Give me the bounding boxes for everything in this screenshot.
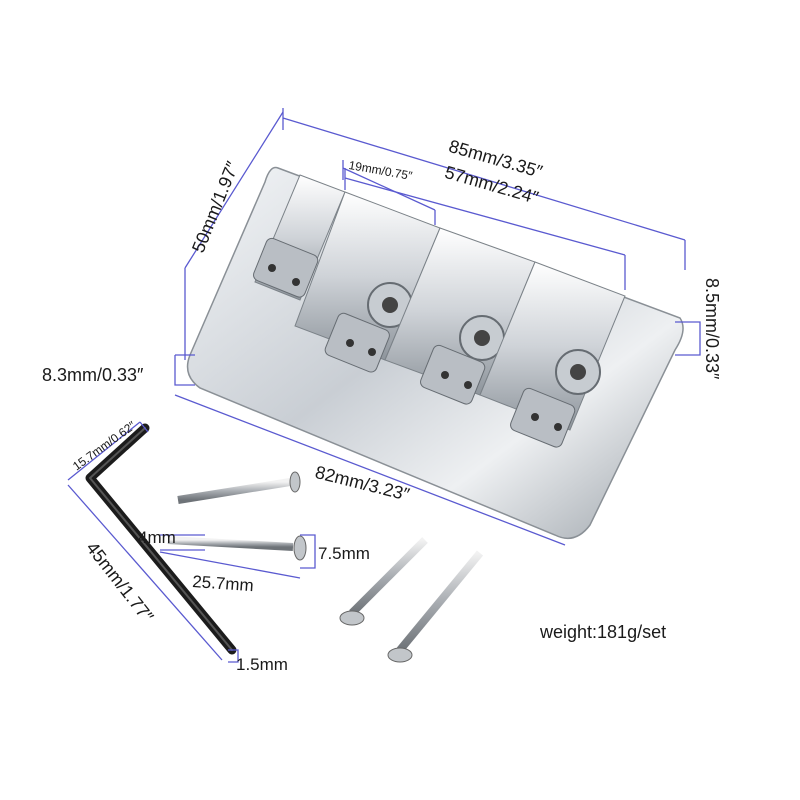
- screw-head-label: 7.5mm: [318, 544, 370, 563]
- screw-3: [339, 537, 428, 626]
- screw-shank-label: 4mm: [138, 528, 176, 547]
- screw-4: [387, 550, 484, 663]
- rear-height-label: 8.3mm/0.33″: [42, 365, 144, 385]
- weight-label: weight:181g/set: [540, 622, 667, 642]
- saddle-1: [253, 174, 346, 301]
- front-height-label: 8.5mm/0.33″: [702, 278, 722, 380]
- saddle-4: [479, 261, 626, 448]
- key-size-label: 1.5mm: [236, 655, 288, 674]
- saddle-2: [294, 191, 441, 373]
- saddle-3: [384, 227, 536, 405]
- dimension-lines: [67, 108, 701, 663]
- allen-key: [85, 423, 237, 655]
- screw-2: [167, 535, 307, 561]
- screw-length-label: 25.7mm: [191, 572, 255, 596]
- screw-1: [177, 471, 301, 504]
